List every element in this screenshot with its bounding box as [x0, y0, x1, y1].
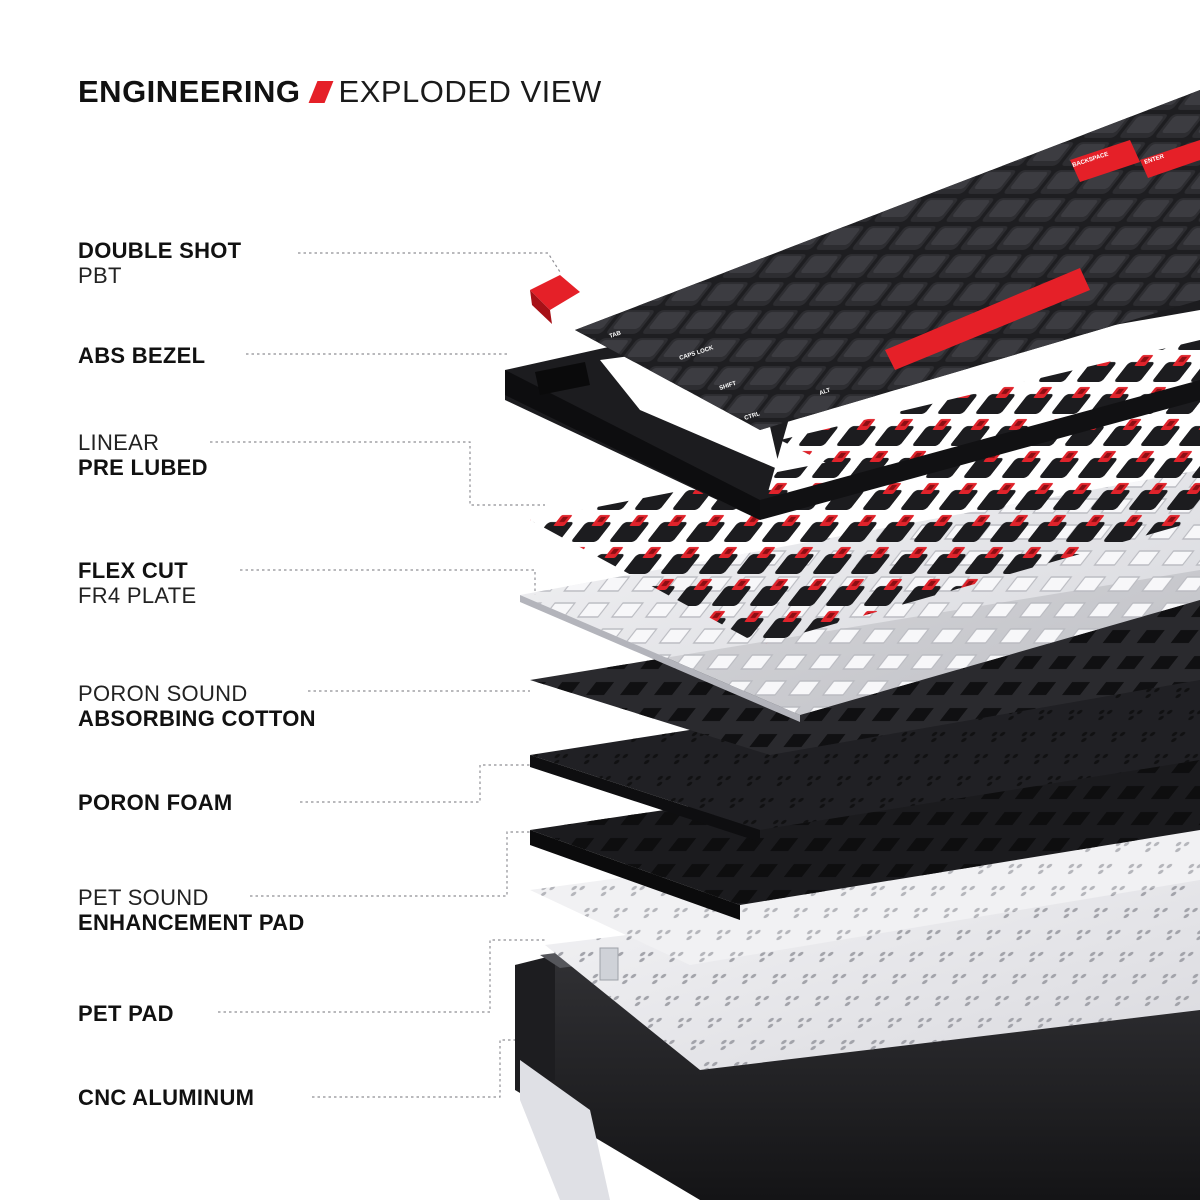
leader-plate: [240, 569, 536, 595]
label-line1: PET SOUND: [78, 885, 209, 910]
label-flex-cut-fr4-plate: FLEX CUT FR4 PLATE: [78, 558, 196, 608]
label-line1: PET PAD: [78, 1001, 174, 1026]
tab-legend: TAB: [609, 330, 623, 340]
label-abs-bezel: ABS BEZEL: [78, 343, 205, 368]
label-cnc-aluminum: CNC ALUMINUM: [78, 1085, 254, 1110]
spacebar-red-key: [885, 268, 1090, 370]
label-line1: FLEX CUT: [78, 558, 188, 583]
backspace-red-key: [1070, 140, 1140, 182]
label-line2: ENHANCEMENT PAD: [78, 910, 305, 935]
label-linear-pre-lubed: LINEAR PRE LUBED: [78, 430, 208, 480]
leader-pet-sound: [250, 831, 530, 897]
leader-foam: [300, 764, 530, 803]
label-line2: PBT: [78, 263, 122, 288]
double-shot-pbt-keycaps: BACKSPACE ENTER TAB CAPS LOCK SHIFT CTRL…: [530, 90, 1200, 430]
label-pet-pad: PET PAD: [78, 1001, 174, 1026]
title-bold: ENGINEERING: [78, 74, 301, 109]
del-legend: DEL: [1127, 92, 1141, 102]
label-line1: CNC ALUMINUM: [78, 1085, 255, 1110]
leader-case: [312, 1039, 515, 1098]
leader-keycaps: [298, 252, 561, 273]
label-poron-sound-absorbing-cotton: PORON SOUND ABSORBING COTTON: [78, 681, 316, 731]
alt-legend: ALT: [819, 388, 832, 397]
leader-lines: [210, 252, 561, 1098]
label-line1: ABS BEZEL: [78, 343, 206, 368]
label-line1: DOUBLE SHOT: [78, 238, 242, 263]
label-line1: LINEAR: [78, 430, 160, 455]
label-line2: ABSORBING COTTON: [78, 706, 316, 731]
leader-switches: [210, 441, 545, 506]
label-line2: PRE LUBED: [78, 455, 208, 480]
label-poron-foam: PORON FOAM: [78, 790, 233, 815]
shift-legend: SHIFT: [719, 381, 738, 392]
page-title: ENGINEERING EXPLODED VIEW: [78, 74, 602, 110]
usb-daughterboard-icon: [599, 947, 619, 981]
pet-pad-layer: [545, 865, 1200, 1070]
esc-red-key: [530, 275, 580, 310]
ctrl-legend: CTRL: [744, 411, 761, 422]
label-pet-sound-enhancement-pad: PET SOUND ENHANCEMENT PAD: [78, 885, 305, 935]
label-line2: FR4 PLATE: [78, 583, 197, 608]
linear-switches-layer: [530, 340, 1200, 645]
label-line1: PORON FOAM: [78, 790, 233, 815]
title-light: EXPLODED VIEW: [338, 74, 602, 109]
label-line1: PORON SOUND: [78, 681, 248, 706]
leader-pet-pad: [218, 939, 545, 1013]
label-double-shot-pbt: DOUBLE SHOT PBT: [78, 238, 241, 288]
enter-red-key: [1140, 140, 1200, 178]
